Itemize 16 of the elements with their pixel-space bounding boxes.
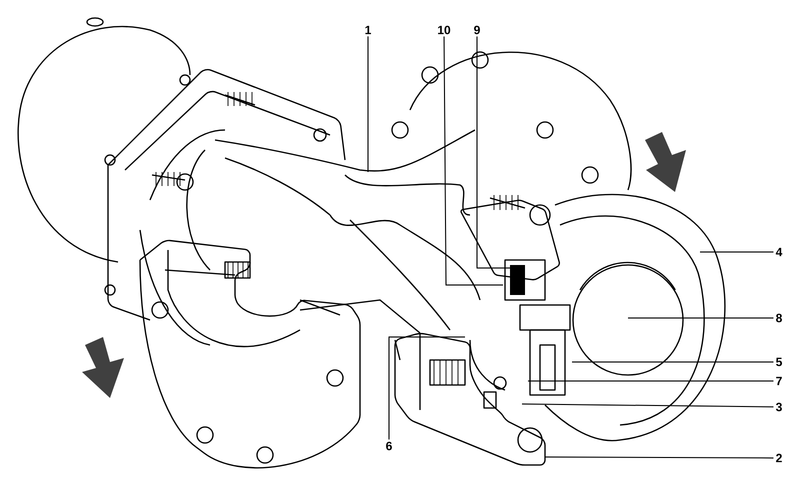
leader-line (522, 404, 774, 408)
callout-number: 3 (776, 402, 782, 412)
leader-line (444, 36, 504, 286)
callout-number: 2 (776, 454, 782, 462)
callout-number: 4 (776, 248, 782, 256)
callout-number: 5 (776, 358, 782, 366)
callout-number: 9 (474, 26, 480, 34)
callout-number: 10 (438, 26, 450, 34)
callout-number: 7 (776, 376, 782, 386)
leader-line (544, 456, 774, 458)
leader-line (388, 336, 466, 440)
callout-number: 1 (365, 26, 371, 34)
callout-number: 6 (386, 442, 392, 450)
leader-line (528, 380, 774, 382)
callout-number: 8 (776, 314, 782, 322)
leader-line (476, 36, 512, 268)
